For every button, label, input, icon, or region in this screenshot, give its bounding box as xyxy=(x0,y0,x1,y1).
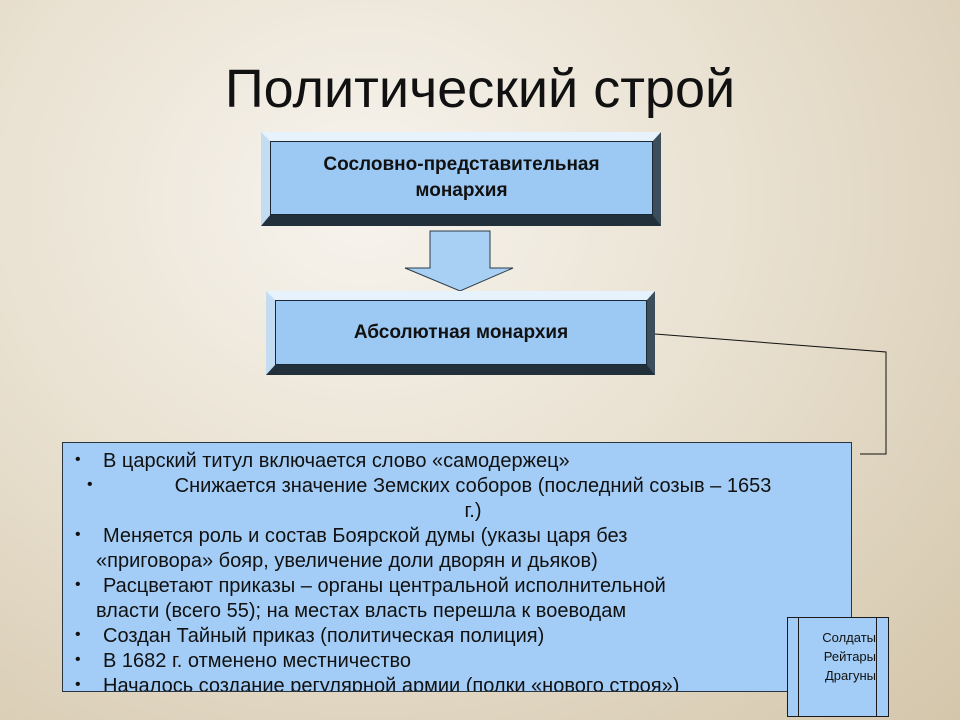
army-type: Рейтары xyxy=(823,649,876,664)
list-item-text: Снижается значение Земских соборов (посл… xyxy=(174,475,772,497)
absolute-monarchy-box: Абсолютная монархия xyxy=(266,291,655,375)
army-types-box: Солдаты Рейтары Драгуны xyxy=(787,617,889,717)
list-item-text: Меняется роль и состав Боярской думы (ук… xyxy=(103,525,628,547)
army-types-list: Солдаты Рейтары Драгуны xyxy=(788,628,876,685)
bullet-icon: • xyxy=(75,451,81,468)
bullet-icon: • xyxy=(87,476,93,493)
bullet-icon: • xyxy=(75,576,81,593)
estate-monarchy-label: Сословно-представительная монархия xyxy=(323,152,599,204)
list-item-text: Началось создание регулярной армии (полк… xyxy=(103,675,680,692)
list-item: • Расцветают приказы – органы центрально… xyxy=(63,574,851,624)
bullet-icon: • xyxy=(75,526,81,543)
list-item-text: Расцветают приказы – органы центральной … xyxy=(103,575,666,597)
army-type: Драгуны xyxy=(824,668,876,683)
estate-monarchy-line2: монархия xyxy=(415,180,508,201)
list-item-text-cont: «приговора» бояр, увеличение доли дворян… xyxy=(96,550,598,572)
list-item: • Меняется роль и состав Боярской думы (… xyxy=(63,524,851,574)
page-title: Политический строй xyxy=(224,59,736,119)
bullet-icon: • xyxy=(75,626,81,643)
list-item: • Создан Тайный приказ (политическая пол… xyxy=(63,624,851,649)
army-type: Солдаты xyxy=(822,630,876,645)
list-item-text-cont: г.) xyxy=(464,500,482,522)
list-item-text: В 1682 г. отменено местничество xyxy=(103,650,411,672)
list-item-text-cont: власти (всего 55); на местах власть пере… xyxy=(96,600,627,622)
list-item: • Снижается значение Земских соборов (по… xyxy=(63,474,851,524)
list-item: • В царский титул включается слово «само… xyxy=(63,449,851,474)
estate-monarchy-line1: Сословно-представительная xyxy=(323,154,600,175)
bullet-icon: • xyxy=(75,651,81,668)
absolute-monarchy-label: Абсолютная монархия xyxy=(353,321,569,343)
list-item: • Началось создание регулярной армии (по… xyxy=(63,674,851,692)
estate-monarchy-box: Сословно-представительная монархия xyxy=(261,132,661,226)
list-item: • В 1682 г. отменено местничество xyxy=(63,649,851,674)
list-item-text: В царский титул включается слово «самоде… xyxy=(103,450,570,472)
bullet-icon: • xyxy=(75,676,81,692)
list-item-text: Создан Тайный приказ (политическая полиц… xyxy=(103,625,545,647)
reforms-list-box: • В царский титул включается слово «само… xyxy=(62,442,852,692)
